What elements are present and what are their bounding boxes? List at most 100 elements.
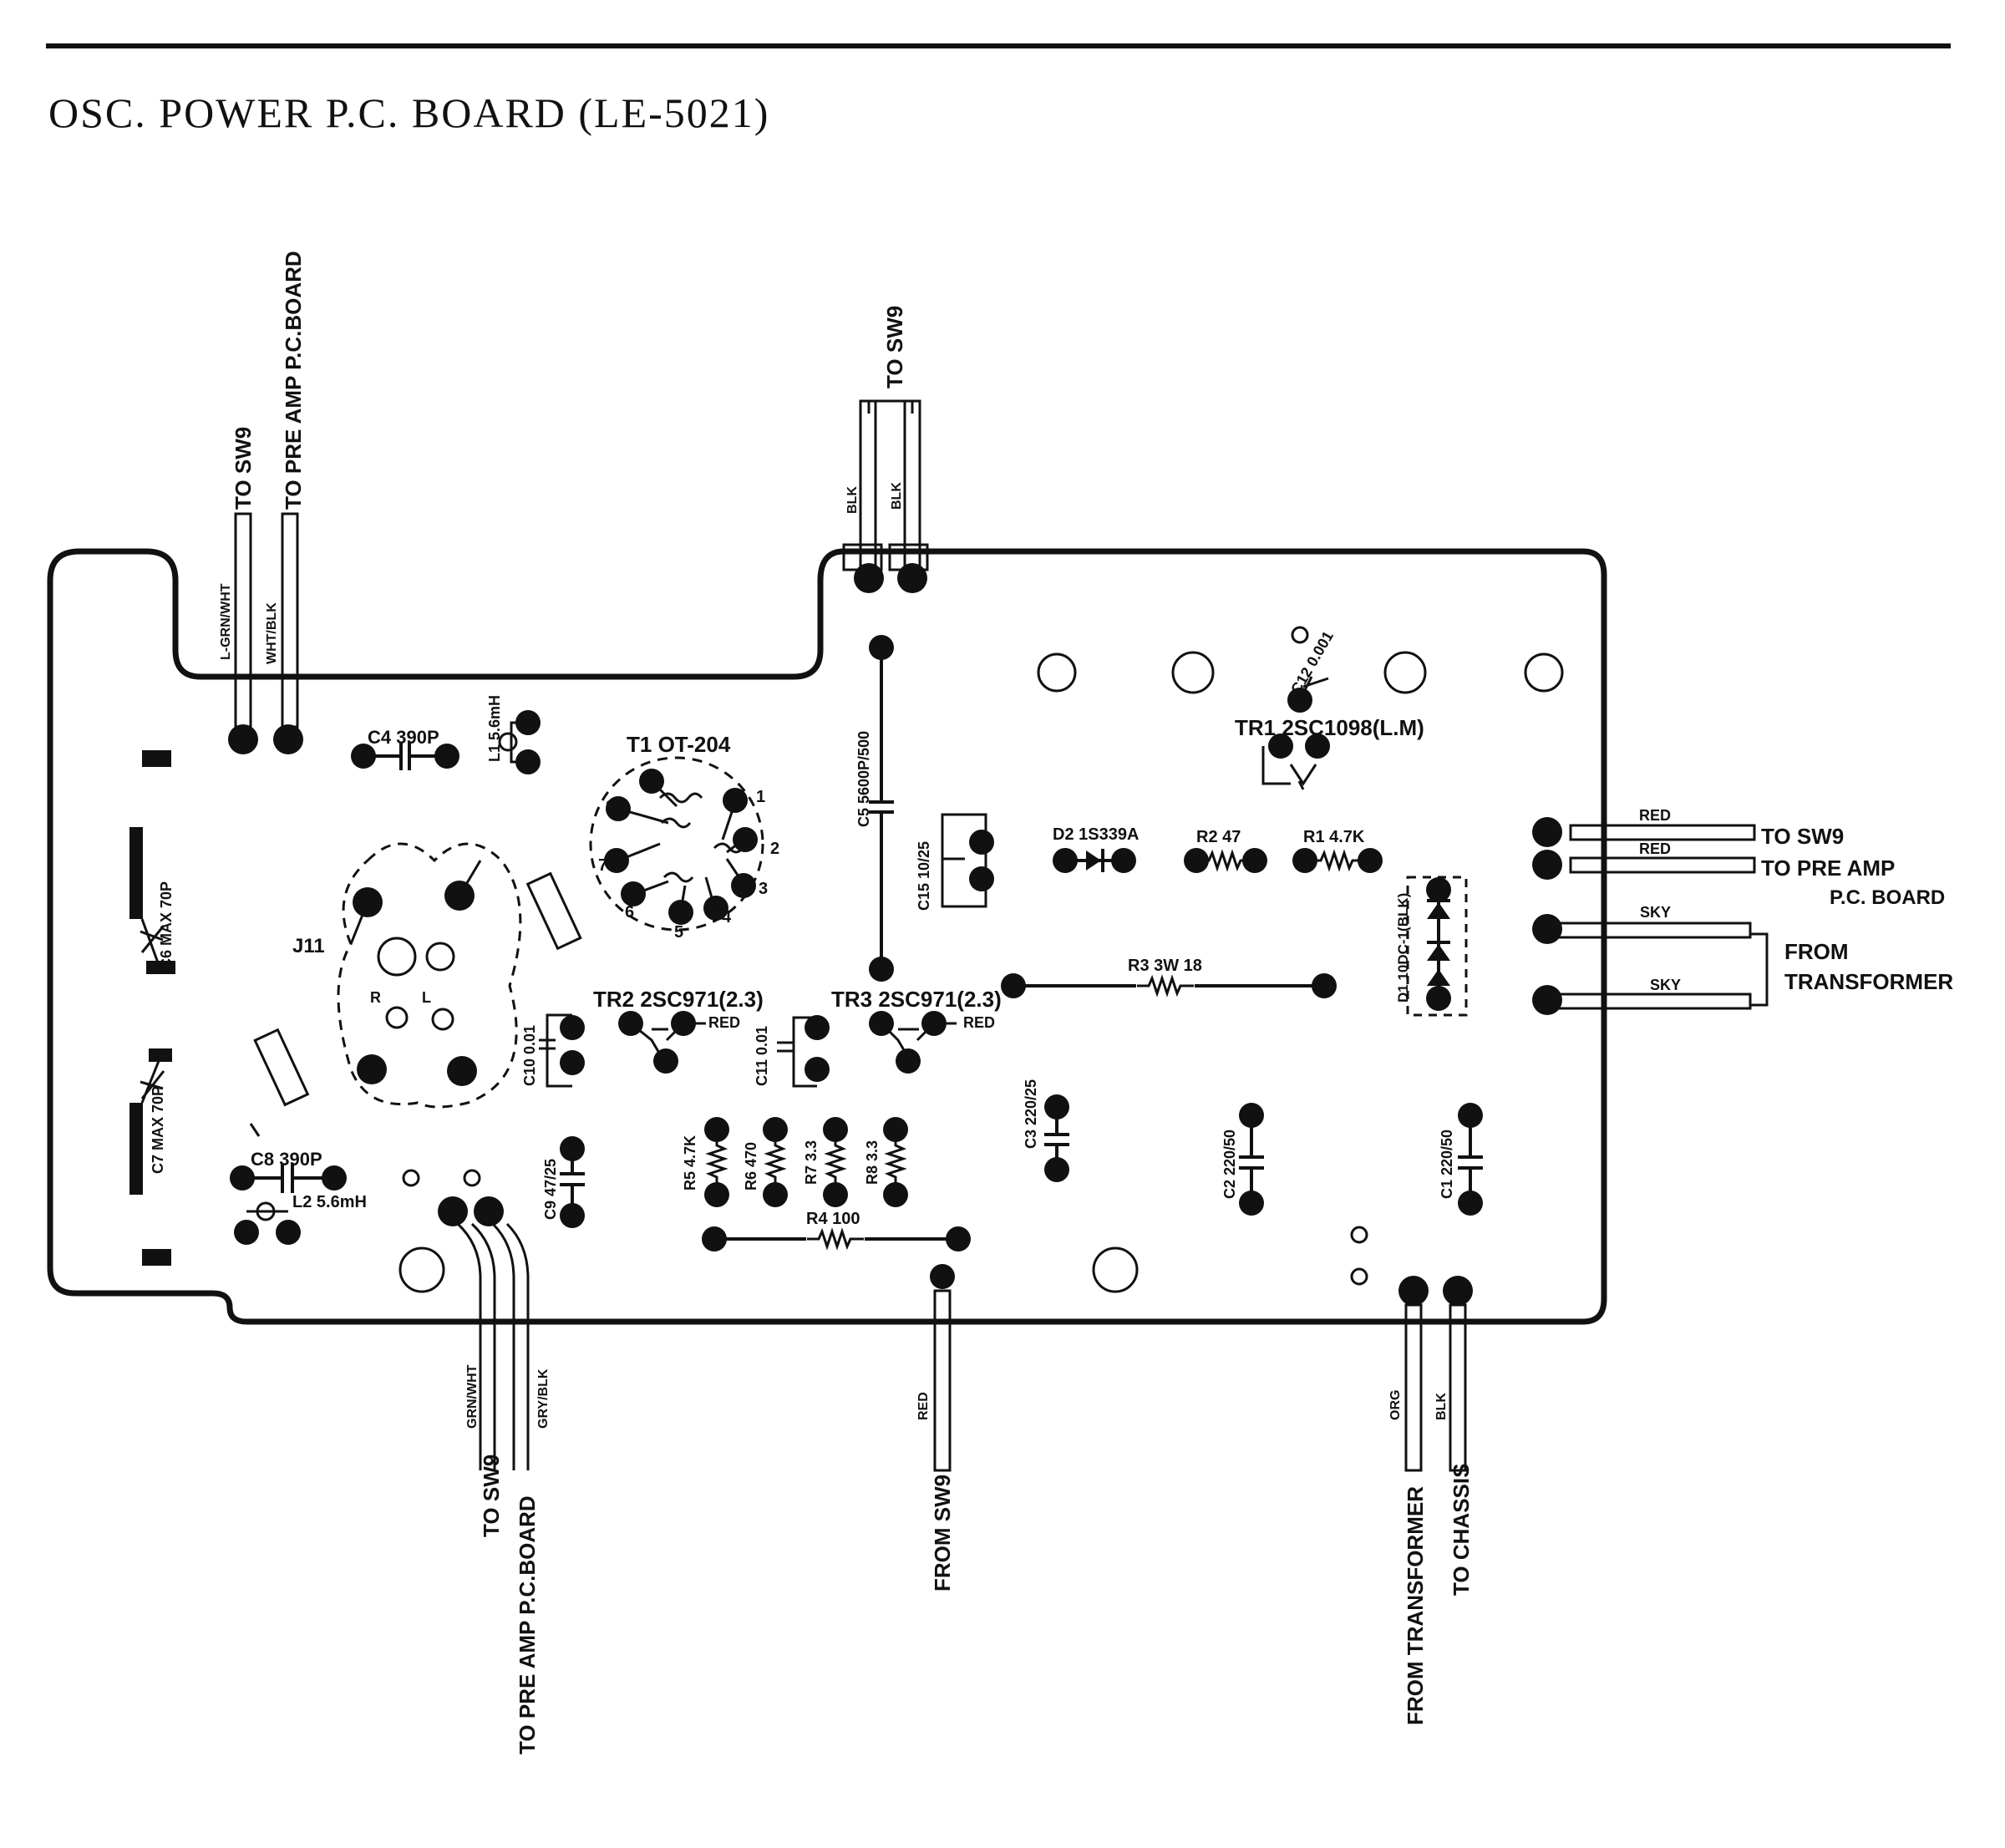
svg-text:T1 OT-204: T1 OT-204 — [627, 732, 731, 757]
svg-text:TR1 2SC1098(L.M): TR1 2SC1098(L.M) — [1235, 715, 1424, 740]
svg-text:TO SW9: TO SW9 — [882, 306, 907, 388]
capacitor-c5: C5 5600P/500 — [855, 635, 894, 982]
resistor-r8: R8 3.3 — [864, 1117, 908, 1207]
svg-text:J11: J11 — [292, 935, 325, 957]
svg-text:FROM TRANSFORMER: FROM TRANSFORMER — [1403, 1486, 1428, 1725]
lead-bottom-left: GRN/WHT GRY/BLK TO SW9 TO PRE AMP P.C.BO… — [438, 1196, 551, 1754]
svg-text:C15 10/25: C15 10/25 — [916, 841, 932, 911]
svg-text:TR3 2SC971(2.3): TR3 2SC971(2.3) — [831, 987, 1002, 1012]
transistor-tr1: TR1 2SC1098(L.M) — [1235, 715, 1424, 790]
lead-top-center: BLK BLK TO SW9 — [842, 306, 929, 593]
svg-text:P.C. BOARD: P.C. BOARD — [1830, 886, 1945, 909]
capacitor-c10: C10 0.01 — [521, 1013, 585, 1088]
transformer-t1: T1 OT-204 9 8 7 6 5 4 3 2 1 — [589, 732, 779, 942]
svg-text:SKY: SKY — [1640, 904, 1671, 921]
resistor-r1: R1 4.7K — [1292, 828, 1383, 873]
svg-text:R8 3.3: R8 3.3 — [864, 1140, 881, 1185]
lead-right: RED RED TO SW9 TO PRE AMP P.C. BOARD SKY… — [1532, 807, 1953, 1015]
pad-rect — [142, 1249, 171, 1266]
svg-text:RED: RED — [1639, 840, 1671, 857]
svg-text:GRY/BLK: GRY/BLK — [536, 1368, 551, 1429]
mounting-holes — [398, 626, 1564, 1293]
slot — [525, 871, 582, 951]
svg-text:L: L — [422, 989, 431, 1006]
jack-j11: J11 R L — [292, 842, 522, 1109]
capacitor-c2: C2 220/50 — [1221, 1103, 1264, 1216]
svg-text:ORG: ORG — [1388, 1390, 1403, 1420]
svg-text:RED: RED — [963, 1014, 995, 1031]
svg-text:C7 MAX 70P: C7 MAX 70P — [150, 1086, 166, 1174]
svg-text:C6 MAX 70P: C6 MAX 70P — [158, 881, 175, 969]
lead-top-left: L-GRN/WHT WHT/BLK TO SW9 TO PRE AMP P.C.… — [219, 251, 306, 754]
transistor-tr2: TR2 2SC971(2.3) RED — [593, 987, 764, 1074]
svg-text:TO SW9: TO SW9 — [231, 427, 256, 510]
svg-text:4: 4 — [722, 908, 732, 927]
resistor-r5: R5 4.7K — [682, 1117, 729, 1207]
diode-d1: D1 10DC-1(BLK) — [1395, 876, 1468, 1017]
svg-text:R7 3.3: R7 3.3 — [803, 1140, 820, 1185]
board-outline — [47, 548, 1607, 1325]
svg-text:C8 390P: C8 390P — [251, 1149, 322, 1170]
capacitor-c9: C9 47/25 — [542, 1136, 585, 1228]
svg-text:C12 0.001: C12 0.001 — [1287, 628, 1337, 697]
svg-text:R3 3W 18: R3 3W 18 — [1128, 957, 1202, 975]
svg-text:R4 100: R4 100 — [806, 1210, 860, 1228]
resistor-r6: R6 470 — [743, 1117, 788, 1207]
inductor-l1: L1 5.6mH — [486, 695, 541, 774]
trimmer-c6: C6 MAX 70P — [129, 827, 175, 974]
resistor-r2: R2 47 — [1184, 828, 1267, 873]
page-title: OSC. POWER P.C. BOARD (LE-5021) — [48, 89, 769, 136]
svg-text:C4 390P: C4 390P — [368, 727, 439, 748]
svg-text:C11 0.01: C11 0.01 — [754, 1026, 770, 1086]
svg-text:TR2 2SC971(2.3): TR2 2SC971(2.3) — [593, 987, 764, 1012]
svg-text:TO PRE AMP P.C.BOARD: TO PRE AMP P.C.BOARD — [281, 251, 306, 510]
svg-text:BLK: BLK — [890, 482, 904, 510]
capacitor-c8: C8 390P — [230, 1123, 347, 1193]
svg-text:GRN/WHT: GRN/WHT — [465, 1364, 480, 1429]
svg-text:RED: RED — [1639, 807, 1671, 824]
svg-text:1: 1 — [756, 788, 765, 806]
svg-text:R2 47: R2 47 — [1196, 828, 1241, 846]
lead-bottom-right: ORG BLK FROM TRANSFORMER TO CHASSIS — [1388, 1276, 1474, 1725]
svg-text:TO PRE AMP P.C.BOARD: TO PRE AMP P.C.BOARD — [515, 1495, 540, 1754]
capacitor-c15: C15 10/25 — [916, 813, 994, 911]
capacitor-c3: C3 220/25 — [1023, 1079, 1069, 1182]
svg-text:3: 3 — [759, 880, 768, 898]
svg-text:TO PRE AMP: TO PRE AMP — [1761, 855, 1895, 881]
svg-text:TO CHASSIS: TO CHASSIS — [1449, 1464, 1474, 1596]
svg-text:C1 220/50: C1 220/50 — [1439, 1130, 1455, 1199]
svg-text:RED: RED — [916, 1392, 931, 1420]
svg-text:BLK: BLK — [1434, 1393, 1449, 1420]
svg-text:C10 0.01: C10 0.01 — [521, 1025, 538, 1086]
capacitor-c11: C11 0.01 — [754, 1015, 830, 1088]
svg-text:WHT/BLK: WHT/BLK — [265, 602, 279, 664]
svg-text:5: 5 — [674, 923, 683, 942]
svg-text:8: 8 — [606, 798, 615, 816]
svg-text:TRANSFORMER: TRANSFORMER — [1784, 969, 1953, 994]
resistor-r3: R3 3W 18 — [1001, 957, 1337, 998]
svg-text:R5 4.7K: R5 4.7K — [682, 1135, 698, 1191]
diode-d2: D2 1S339A — [1053, 825, 1139, 873]
svg-text:RED: RED — [708, 1014, 740, 1031]
svg-text:C2 220/50: C2 220/50 — [1221, 1130, 1238, 1199]
svg-text:L-GRN/WHT: L-GRN/WHT — [219, 583, 233, 660]
capacitor-c4: C4 390P — [351, 727, 459, 770]
trimmer-c7: C7 MAX 70P — [129, 1048, 172, 1195]
svg-text:R6 470: R6 470 — [743, 1142, 759, 1191]
resistor-r4: R4 100 — [702, 1210, 971, 1251]
svg-text:C5 5600P/500: C5 5600P/500 — [855, 731, 872, 827]
svg-text:6: 6 — [625, 903, 634, 921]
svg-text:R1 4.7K: R1 4.7K — [1303, 828, 1365, 846]
resistor-r7: R7 3.3 — [803, 1117, 848, 1207]
svg-text:FROM: FROM — [1784, 939, 1849, 964]
transistor-tr3: TR3 2SC971(2.3) RED — [831, 987, 1002, 1074]
lead-bottom-center: RED FROM SW9 — [916, 1264, 955, 1592]
svg-text:C3 220/25: C3 220/25 — [1023, 1079, 1039, 1149]
svg-text:C9 47/25: C9 47/25 — [542, 1159, 559, 1220]
slot — [253, 1028, 310, 1107]
svg-text:D1 10DC-1(BLK): D1 10DC-1(BLK) — [1395, 893, 1411, 1003]
svg-text:7: 7 — [598, 856, 607, 875]
svg-text:L2 5.6mH: L2 5.6mH — [292, 1193, 367, 1211]
pad-rect — [142, 750, 171, 767]
